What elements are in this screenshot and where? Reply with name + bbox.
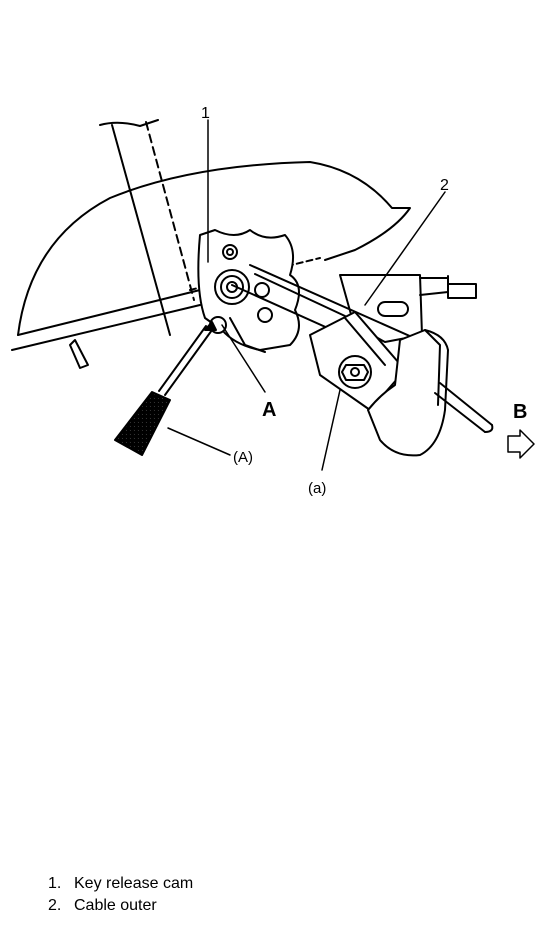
legend-number: 2. bbox=[48, 897, 62, 914]
callout-tool-a: (A) bbox=[233, 449, 253, 466]
callout-point-a: A bbox=[262, 399, 276, 421]
legend-number: 1. bbox=[48, 875, 62, 892]
callout-direction-b: B bbox=[513, 401, 527, 423]
column-cover bbox=[11, 161, 411, 369]
legend-label: Cable outer bbox=[74, 897, 157, 914]
legend-label: Key release cam bbox=[74, 875, 194, 892]
callout-2: 2 bbox=[440, 177, 449, 194]
leader-lines bbox=[167, 119, 446, 471]
key-release-cam bbox=[197, 229, 300, 353]
callout-fastener-a: (a) bbox=[308, 480, 326, 497]
lock-housing bbox=[367, 329, 494, 457]
legend-item: 2. Cable outer bbox=[48, 895, 193, 917]
legend-item: 1. Key release cam bbox=[48, 873, 193, 895]
key-release-cam-diagram: 1 2 (A) A B (a) bbox=[11, 105, 535, 497]
callout-1: 1 bbox=[201, 105, 210, 122]
parts-legend: 1. Key release cam 2. Cable outer bbox=[48, 873, 193, 917]
direction-arrow-b bbox=[507, 429, 535, 459]
screwdriver-tool bbox=[114, 321, 217, 456]
